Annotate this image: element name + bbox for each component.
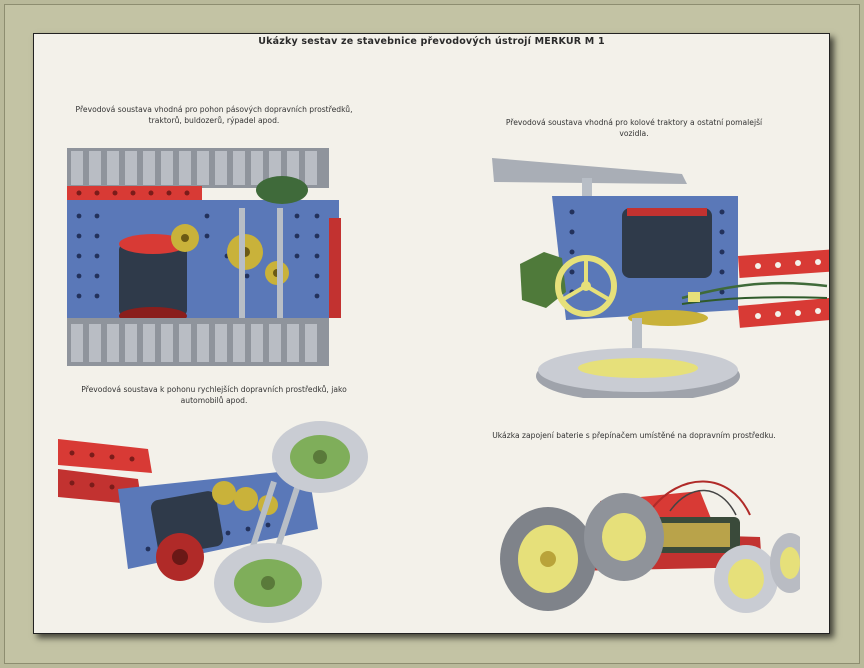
illustration-tracked-gearbox (67, 148, 341, 366)
caption-tracked-gearbox: Převodová soustava vhodná pro pohon páso… (75, 105, 353, 125)
illustration-battery-vehicle (500, 480, 800, 613)
caption-battery-vehicle: Ukázka zapojení baterie s přepínačem umí… (492, 431, 776, 440)
document-page: Ukázky sestav ze stavebnice převodových … (33, 33, 830, 634)
illustration-tractor-gearbox (492, 158, 829, 398)
page-title: Ukázky sestav ze stavebnice převodových … (258, 36, 605, 47)
caption-car-gearbox: Převodová soustava k pohonu rychlejších … (81, 385, 347, 405)
caption-tractor-gearbox: Převodová soustava vhodná pro kolové tra… (505, 118, 763, 138)
illustration-car-gearbox (58, 421, 368, 623)
